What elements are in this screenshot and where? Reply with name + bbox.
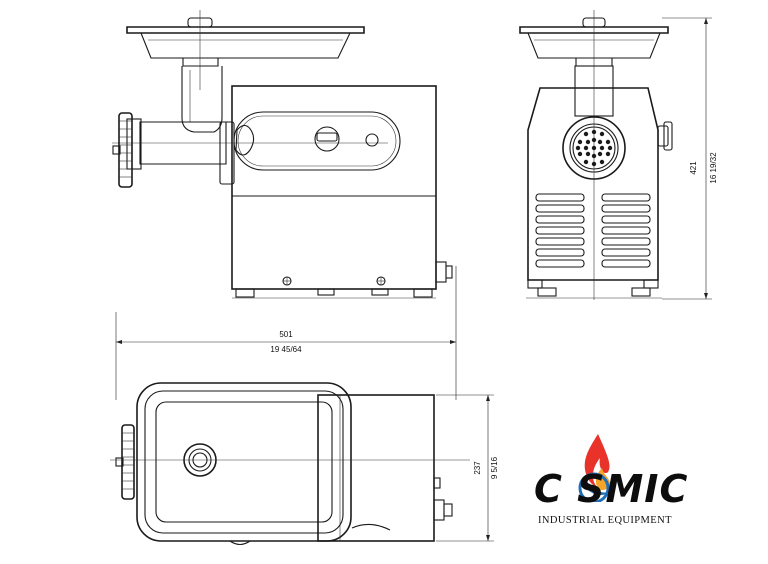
width-imperial-label: 19 45/64 [270,345,302,354]
depth-dimension [436,394,494,542]
logo-subtitle: INDUSTRIAL EQUIPMENT [538,515,672,526]
top-view [110,382,470,546]
height-imperial-label: 16 19/32 [709,152,718,184]
side-view [112,10,453,299]
logo-wordmark: C SMIC [534,467,689,511]
width-dimension [115,266,457,400]
width-metric-label: 501 [279,330,293,339]
flame-icon [578,434,614,502]
depth-imperial-label: 9 5/16 [490,456,499,479]
cosmic-logo: C SMIC INDUSTRIAL EQUIPMENT [528,432,748,536]
depth-metric-label: 237 [473,461,482,475]
height-metric-label: 421 [689,161,698,175]
height-dimension [662,17,712,300]
front-view [519,10,673,300]
